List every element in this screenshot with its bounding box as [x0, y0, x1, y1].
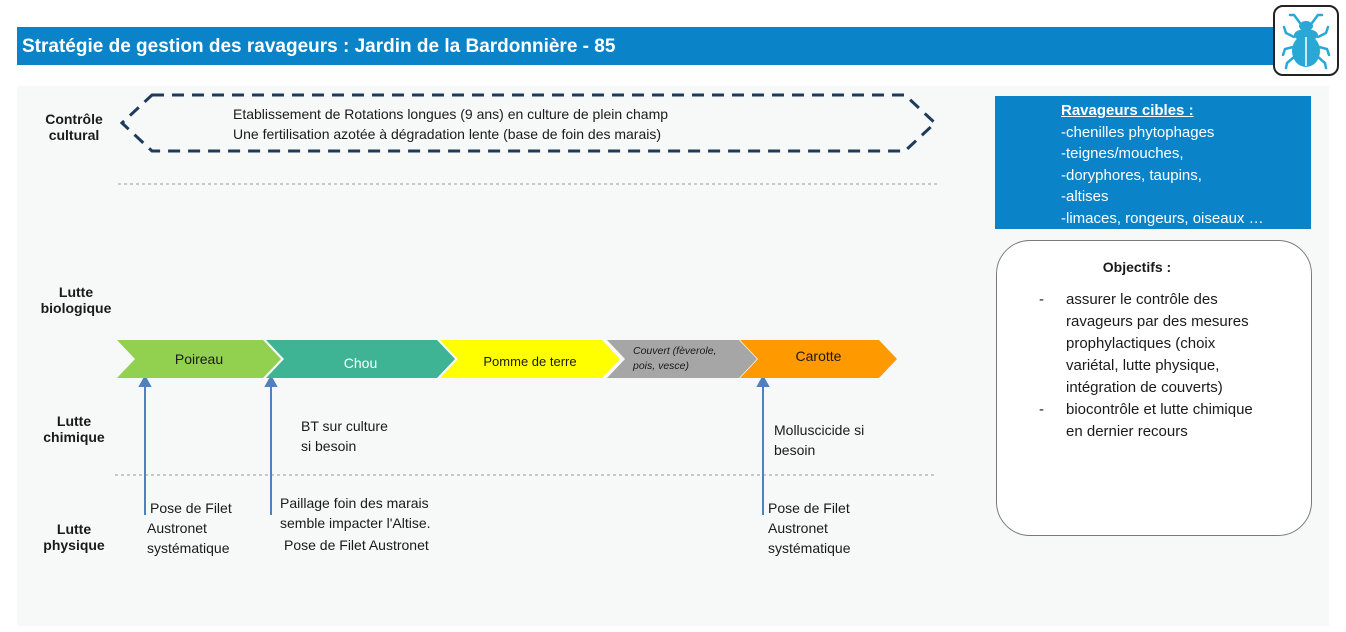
- rotation-step-couvert: Couvert (fèverole, pois, vesce): [607, 340, 757, 378]
- target-pest-item: -chenilles phytophages: [1061, 123, 1215, 141]
- beetle-icon: [1281, 13, 1331, 70]
- arrow-poireau-head: [138, 374, 152, 387]
- cultural-control-text: Etablissement de Rotations longues (9 an…: [233, 104, 668, 144]
- rotation-label-chou: Chou: [343, 355, 378, 371]
- rotation-step-poireau: Poireau: [117, 340, 281, 378]
- target-pest-item: -altises: [1061, 188, 1109, 205]
- arrow-carotte-head: [756, 374, 770, 387]
- objectives-box: Objectifs : - assurer le contrôle des ra…: [996, 240, 1312, 536]
- rotation-label-pomme-de-terre: Pomme de terre: [483, 353, 577, 369]
- rotation-label-carotte: Carotte: [795, 348, 842, 364]
- rotation-step-carotte: Carotte: [740, 340, 897, 378]
- physical-text-carotte: Pose de Filet Austronet systématique: [768, 500, 851, 556]
- objectives-title: Objectifs :: [1102, 259, 1172, 275]
- physical-text-poireau: Pose de Filet Austronet systématique: [147, 500, 232, 556]
- rotation-label-couvert-line-1: Couvert (fèverole,: [633, 345, 717, 357]
- cultural-control-line-1: Etablissement de Rotations longues (9 an…: [233, 106, 669, 122]
- row-label-biological: Lutte biologique: [40, 284, 112, 316]
- rotation-label-couvert-line-2: pois, vesce): [633, 360, 690, 372]
- cultural-control-line-2: Une fertilisation azotée à dégradation l…: [233, 126, 662, 142]
- row-label-cultural: Contrôle cultural: [45, 111, 103, 143]
- target-pests-title: Ravageurs cibles :: [1061, 102, 1194, 119]
- physical-text-chou: Paillage foin des marais semble impacter…: [280, 495, 431, 553]
- page-title-bar: Stratégie de gestion des ravageurs : Jar…: [17, 27, 1333, 65]
- target-pest-item: -doryphores, taupins,: [1061, 166, 1202, 184]
- page-title: Stratégie de gestion des ravageurs : Jar…: [22, 36, 616, 57]
- beetle-badge: [1273, 5, 1339, 76]
- arrow-chou-head: [264, 374, 278, 387]
- chemical-text-carotte: Molluscicide si besoin: [774, 422, 865, 458]
- chemical-text-chou: BT sur culture si besoin: [301, 418, 388, 454]
- rotation-step-pomme-de-terre: Pomme de terre: [440, 340, 620, 378]
- cultural-control-hexagon: [119, 93, 938, 153]
- rotation-label-poireau: Poireau: [174, 351, 224, 367]
- target-pests-box: Ravageurs cibles : -chenilles phytophage…: [995, 96, 1311, 229]
- row-label-chemical: Lutte chimique: [43, 413, 105, 445]
- rotation-step-chou: Chou: [266, 340, 455, 378]
- target-pest-item: -teignes/mouches,: [1061, 145, 1184, 162]
- target-pest-item: -limaces, rongeurs, oiseaux …: [1061, 209, 1264, 227]
- row-label-physical: Lutte physique: [43, 521, 105, 553]
